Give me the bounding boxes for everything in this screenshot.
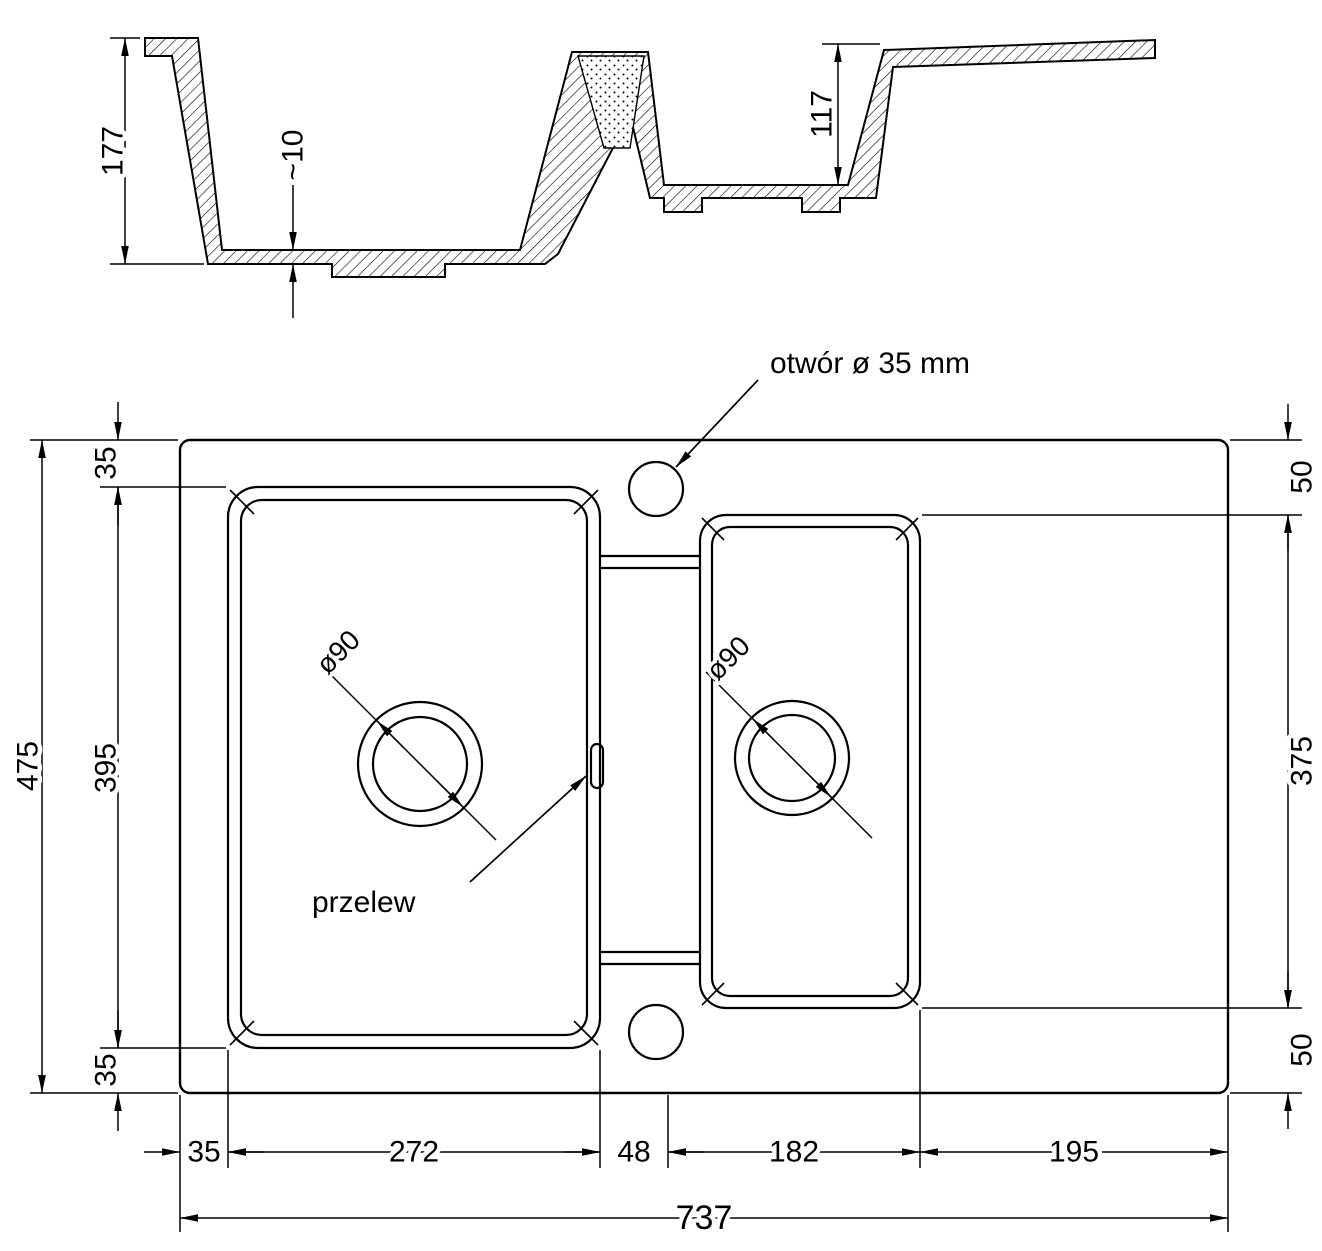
left-drain-inner <box>371 715 469 813</box>
rear-hole <box>627 1003 685 1061</box>
bottom-left-margin-dim-label: 35 <box>187 1136 220 1169</box>
faucet-hole <box>627 460 685 518</box>
left-bottom-offset-dim-label: 35 <box>90 1053 123 1086</box>
small-bowl-depth-dim-label: 117 <box>806 90 839 138</box>
dimension-bottom-thickness: ~10 <box>272 125 314 318</box>
bottom-bowl2-width-dim-label: 182 <box>769 1136 819 1169</box>
corner-tick <box>229 489 255 515</box>
dimensions-bottom: 35 272 48 182 195 737 <box>144 1010 1229 1242</box>
right-bowl-inner-edge <box>710 525 910 998</box>
right-drain-inner <box>747 713 837 803</box>
callout-faucet-hole: otwór ø 35 mm <box>675 347 970 468</box>
corner-tick <box>229 1020 255 1046</box>
overall-width-dim-label: 737 <box>676 1199 733 1237</box>
corner-tick <box>701 517 725 541</box>
bottom-divider-width-dim-label: 48 <box>617 1136 650 1169</box>
right-drain-outer <box>733 699 851 817</box>
right-bowl-height-dim-label: 375 <box>1286 736 1319 786</box>
corner-tick <box>701 982 725 1006</box>
plan-view: ø90 ø90 otwór ø 35 mm przelew <box>7 347 1322 1242</box>
overall-height-dim-label: 475 <box>12 741 45 791</box>
left-drain-outer <box>356 700 484 828</box>
dimension-total-depth: 177 <box>92 37 204 265</box>
bowl-divider <box>600 554 700 966</box>
overflow-callout-label: przelew <box>312 886 416 919</box>
cross-section-view: 177 ~10 117 <box>92 37 1156 318</box>
right-bowl-outer-edge <box>698 513 922 1010</box>
corner-tick <box>573 489 599 515</box>
overflow-slot <box>589 742 605 790</box>
callout-overflow: przelew <box>312 775 587 919</box>
corner-tick <box>895 982 919 1006</box>
left-bowl-outer-edge <box>226 485 602 1050</box>
sink-section-material <box>144 37 1156 278</box>
left-bowl-height-dim-label: 395 <box>90 743 123 793</box>
total-depth-dim-label: 177 <box>97 126 130 176</box>
right-top-offset-dim-label: 50 <box>1286 460 1319 493</box>
dimension-small-bowl-depth: 117 <box>801 43 880 185</box>
corner-tick <box>573 1020 599 1046</box>
bottom-thickness-dim-label: ~10 <box>277 130 310 181</box>
bottom-drainer-width-dim-label: 195 <box>1049 1136 1099 1169</box>
left-bowl-inner-edge <box>239 498 589 1037</box>
bottom-bowl1-width-dim-label: 272 <box>389 1136 439 1169</box>
left-bowl <box>226 485 602 1050</box>
dimensions-left: 475 35 395 35 <box>7 402 226 1131</box>
right-bottom-offset-dim-label: 50 <box>1286 1033 1319 1066</box>
dimensions-right: 50 375 50 <box>922 404 1322 1129</box>
right-bowl <box>698 513 922 1010</box>
corner-tick <box>895 517 919 541</box>
left-top-offset-dim-label: 35 <box>90 446 123 479</box>
faucet-hole-callout-label: otwór ø 35 mm <box>770 347 970 380</box>
divider-back-wall <box>577 55 645 149</box>
sink-outline <box>178 438 1230 1095</box>
